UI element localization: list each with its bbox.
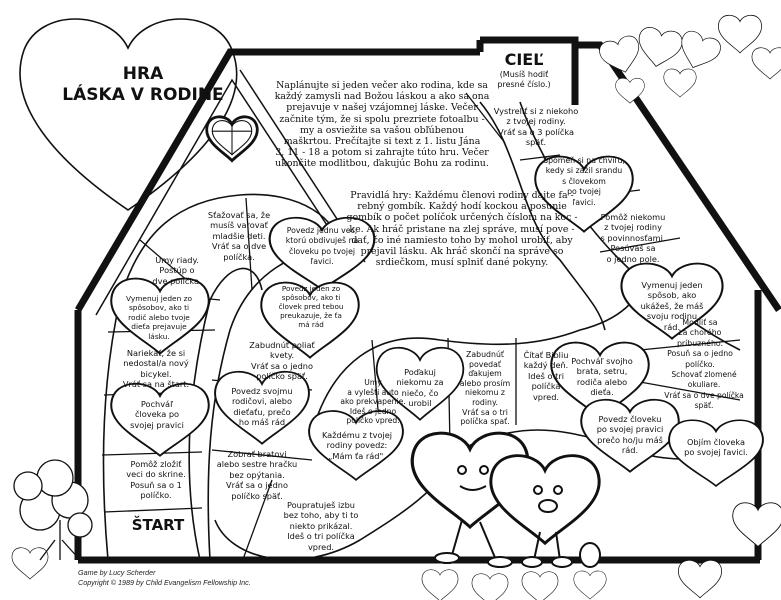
board-space: Modliť sa za chorého príbuzného. Posuň s… <box>667 318 733 369</box>
board-space-heart: Objím človeka po svojej ľavici. <box>684 437 748 458</box>
board-space: Zabudnúť poliať kvety. Vráť sa o jedno p… <box>249 340 315 382</box>
board-space: Zobrať bratovi alebo sestre hračku bez o… <box>216 449 298 501</box>
heart-characters-illustration <box>410 431 601 568</box>
title-heart-shape <box>19 18 238 211</box>
path-outline-right <box>519 101 741 351</box>
house-right-roof <box>575 41 781 312</box>
goal-note: (Musíš hodiť presné číslo.) <box>497 70 551 89</box>
board-space: Zabudnúť povedať ďakujem alebo prosím ni… <box>459 350 511 427</box>
board-space: Čítať Bibliu každý deň. Ideš o tri políč… <box>523 350 569 402</box>
board-space: Vystreliť si z niekoho z tvojej rodiny. … <box>493 106 579 148</box>
window-heart-icon <box>205 115 259 163</box>
intro-text: Naplánujte si jeden večer ako rodina, kd… <box>274 80 490 170</box>
board-space-heart: Povedz jednu vec, ktorú obdivuješ na člo… <box>285 226 359 267</box>
goal-label: CIEĽ <box>504 50 544 69</box>
board-space-heart: Povedz človeku po svojej pravici prečo h… <box>596 414 664 456</box>
board-space: Schovať zlomené okuliare. Vráť sa o dve … <box>664 370 744 411</box>
board-space: Umy a vylešti auto ako prekvapenie. Ideš… <box>340 378 406 426</box>
board-space-heart: Povedz svojmu rodičovi, alebo dieťaťu, p… <box>231 386 293 428</box>
bush-illustration <box>13 459 93 561</box>
game-title: HRA LÁSKA V RODINE <box>62 64 224 105</box>
board-space-heart: Pochváľ svojho brata, setru, rodiča aleb… <box>571 356 633 398</box>
house-roof-inner <box>95 78 356 316</box>
board-space: Pomôž niekomu z tvojej rodiny s povinnos… <box>600 212 666 264</box>
board-space-heart: Poďakuj niekomu za niečo, čo urobil <box>396 367 444 409</box>
board-space: Pomôž zložiť veci do skrine. Posuň sa o … <box>126 459 186 501</box>
board-space: Nariekať, že si nedostal/a nový bicykel.… <box>122 348 190 390</box>
start-label: ŠTART <box>131 516 185 534</box>
board-space-heart: Povedz jeden zo spôsobov, ako ti človek … <box>278 284 344 329</box>
board-space-heart: Vymenuj jeden zo spôsobov, ako ti rodič … <box>125 294 193 341</box>
board-space-heart: Vymenuj jeden spôsob, ako ukážeš, že máš… <box>640 280 704 332</box>
stepping-hearts <box>421 569 607 600</box>
board-space: Sťažovať sa, že musíš varovať mladšie de… <box>207 210 271 262</box>
credits-text: Game by Lucy Scherder Copyright © 1989 b… <box>78 568 251 587</box>
board-space-heart: Spomeň si na chvíľu, kedy si zažil srand… <box>543 156 625 207</box>
board-space-heart: Každému z tvojej rodiny povedz: „Mám ťa … <box>321 430 393 461</box>
board-space: Poupratuješ izbu bez toho, aby ti to nie… <box>283 500 359 552</box>
board-space-heart: Pochváľ človeka po svojej pravici <box>130 399 184 430</box>
rules-text: Pravidlá hry: Každému členovi rodiny daj… <box>346 190 578 269</box>
board-space: Umy riady. Postúp o dve políčka. <box>152 255 202 286</box>
